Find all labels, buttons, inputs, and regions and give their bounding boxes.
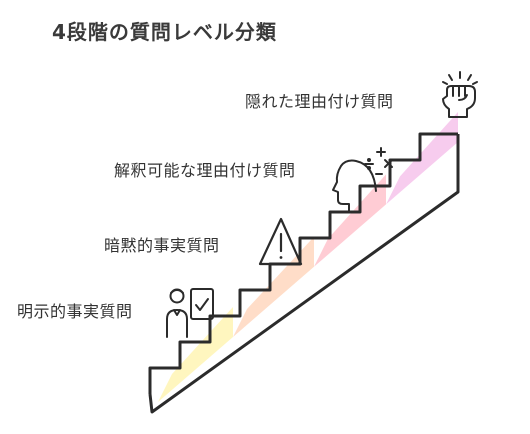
diagram-title: 4段階の質問レベル分類 [52,20,277,44]
stair-stringer [148,134,460,414]
stair-steps [148,132,458,394]
level-4-label: 隠れた理由付け質問 [245,92,394,111]
level-2-label: 暗黙的事実質問 [104,236,220,255]
warning-icon [258,217,303,266]
level-3-band [314,174,386,267]
person-checklist-icon [166,288,214,338]
level-1-band [158,307,233,402]
level-color-bands [158,112,458,402]
level-4-band [386,112,458,205]
fist-bump-icon [442,71,478,118]
level-3-label: 解釈可能な理由付け質問 [114,161,296,180]
level-1-label: 明示的事実質問 [17,302,133,321]
head-thinking-icon [332,147,393,213]
level-2-band [233,236,314,337]
staircase [148,132,460,414]
